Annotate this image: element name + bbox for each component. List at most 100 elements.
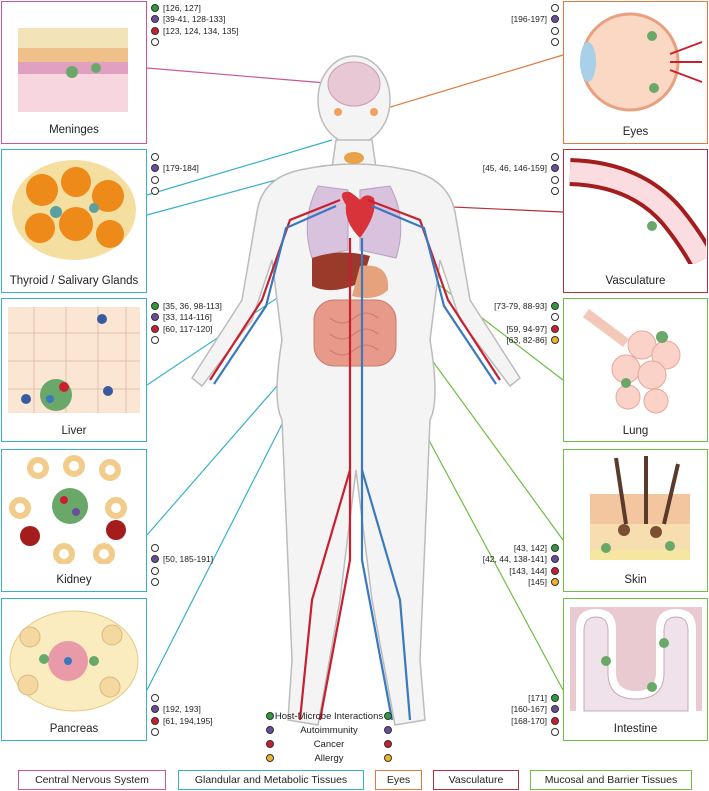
lung-title: Lung [622,425,649,437]
allergy-dot-empty [151,38,159,47]
thyroid-title: Thyroid / Salivary Glands [9,275,139,287]
legend-mucosal: Mucosal and Barrier Tissues [530,770,692,790]
allergy-dot-empty [551,38,559,47]
autoimmunity-dot [266,726,274,734]
ref-text: [73-79, 88-93] [494,300,547,311]
intestine-image [570,607,702,712]
key-label: Autoimmunity [300,724,358,736]
liver-refs: [35, 36, 98-113] [33, 114-116] [60, 117-… [151,300,222,346]
ref-text: [60, 117-120] [163,323,213,334]
eyes-title: Eyes [622,126,649,138]
host-microbe-dot [266,712,274,720]
kidney-image [9,455,127,564]
ref-text: [145] [528,577,547,588]
key-host-microbe: Host-Microbe Interactions [266,710,392,722]
eyes-panel: Eyes [563,1,708,144]
allergy-dot-empty [551,728,559,737]
key-autoimmunity: Autoimmunity [266,724,392,736]
allergy-dot-empty [151,187,159,196]
cancer-dot-empty [551,175,559,184]
cancer-dot-empty [551,26,559,35]
autoimmunity-dot [551,15,559,24]
kidney-panel: Kidney [1,449,147,592]
key-label: Host-Microbe Interactions [274,710,384,722]
key-label: Cancer [313,738,345,750]
lung-image [583,309,681,414]
ref-text: [39-41, 128-133] [163,14,226,25]
lung-left-organ [306,185,349,259]
allergy-dot [551,336,559,345]
cancer-dot [384,740,392,748]
intestine-title: Intestine [613,723,658,735]
key-label: Allergy [314,752,344,764]
cancer-dot [551,716,559,725]
skin-refs: [43, 142] [42, 44, 138-141] [143, 144] [… [483,542,559,588]
allergy-dot-empty [151,578,159,587]
pancreas-panel: Pancreas [1,598,147,741]
vasculature-refs: [45, 46, 146-159] [483,151,559,197]
cancer-dot [151,324,159,333]
host-microbe-dot [151,301,159,310]
pancreas-title: Pancreas [49,723,99,735]
thyroid-organ [344,152,364,164]
ref-text: [192, 193] [163,704,201,715]
ref-text: [196-197] [511,14,547,25]
skin-title: Skin [624,574,647,586]
autoimmunity-dot [384,726,392,734]
cancer-dot-empty [151,175,159,184]
liver-title: Liver [61,425,87,437]
thyroid-refs: [179-184] [151,151,199,197]
host-microbe-dot-empty [151,152,159,161]
autoimmunity-dot [151,15,159,24]
autoimmunity-dot [551,705,559,714]
cancer-dot [266,740,274,748]
ref-text: [33, 114-116] [163,312,212,323]
autoimmunity-dot [551,555,559,564]
vasculature-image [569,158,706,264]
host-microbe-dot-empty [151,693,159,702]
host-microbe-dot [551,543,559,552]
ref-text: [42, 44, 138-141] [482,554,547,565]
liver-image [8,307,140,413]
allergy-dot [384,754,392,762]
autoimmunity-dot [151,313,159,322]
meninges-title: Meninges [49,124,99,136]
lung-panel: Lung [563,298,708,442]
liver-panel: Liver [1,298,147,442]
ref-text: [63, 82-86] [506,335,547,346]
meninges-refs: [126, 127] [39-41, 128-133] [123, 124, 1… [151,2,239,48]
eyes-connector [373,54,564,113]
allergy-dot [266,754,274,762]
meninges-image [18,28,128,112]
brain-organ [327,61,381,107]
host-microbe-dot-empty [551,3,559,12]
heart-organ [341,191,375,238]
ref-text: [61, 194,195] [163,715,213,726]
host-microbe-dot-empty [551,152,559,161]
vasculature-title: Vasculature [605,275,666,287]
cancer-dot [551,324,559,333]
legend-glandular: Glandular and Metabolic Tissues [178,770,364,790]
cancer-dot [151,716,159,725]
cancer-dot [551,566,559,575]
ref-text: [160-167] [511,704,547,715]
ref-text: [126, 127] [163,2,201,13]
autoimmunity-dot-empty [551,313,559,322]
legend-cns: Central Nervous System [18,770,166,790]
host-microbe-dot [384,712,392,720]
blood-vessels [209,198,501,721]
ref-text: [171] [528,692,547,703]
ref-text: [45, 46, 146-159] [482,163,547,174]
intestine-refs: [171] [160-167] [168-170] [511,692,559,738]
vasculature-panel: Vasculature [563,149,708,293]
ref-text: [50, 185-191] [163,554,214,565]
ref-text: [35, 36, 98-113] [163,300,222,311]
ref-text: [168-170] [511,715,547,726]
autoimmunity-dot [151,705,159,714]
host-microbe-dot [151,3,159,12]
allergy-dot-empty [551,187,559,196]
autoimmunity-dot [151,164,159,173]
lung-refs: [73-79, 88-93] [59, 94-97] [63, 82-86] [494,300,559,346]
skin-panel: Skin [563,449,708,592]
legend-vasculature: Vasculature [433,770,519,790]
